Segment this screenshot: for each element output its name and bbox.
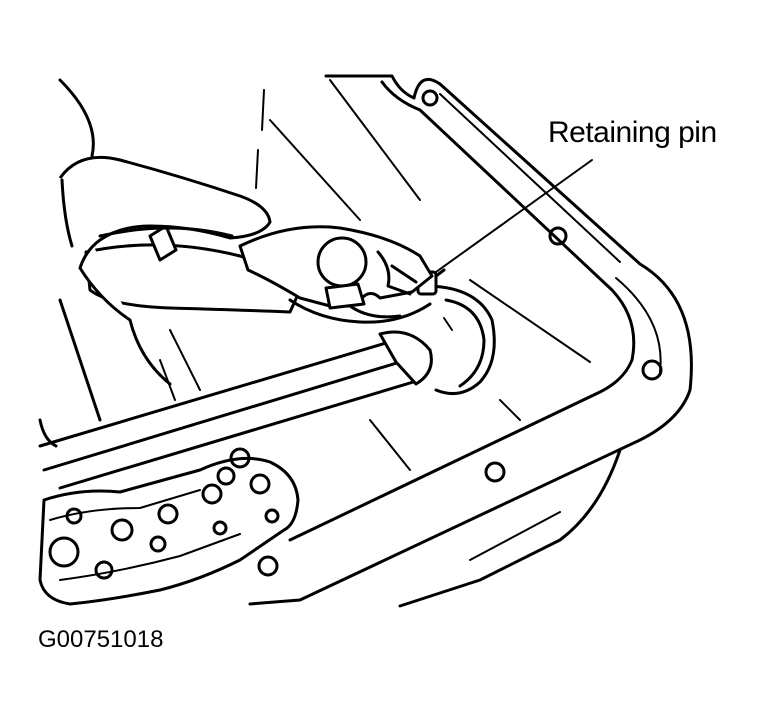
- separator-plate: [38, 447, 300, 606]
- oil-pan-flange: [248, 74, 693, 608]
- pin-boss: [428, 284, 496, 396]
- retaining-pin-label: Retaining pin: [548, 116, 717, 149]
- hand: [38, 78, 272, 448]
- pliers: [84, 224, 434, 324]
- shaft-rod: [38, 330, 433, 490]
- figure-id: G00751018: [38, 626, 164, 653]
- callout-leader-line: [435, 159, 593, 273]
- flange-bolt-holes: [257, 89, 663, 577]
